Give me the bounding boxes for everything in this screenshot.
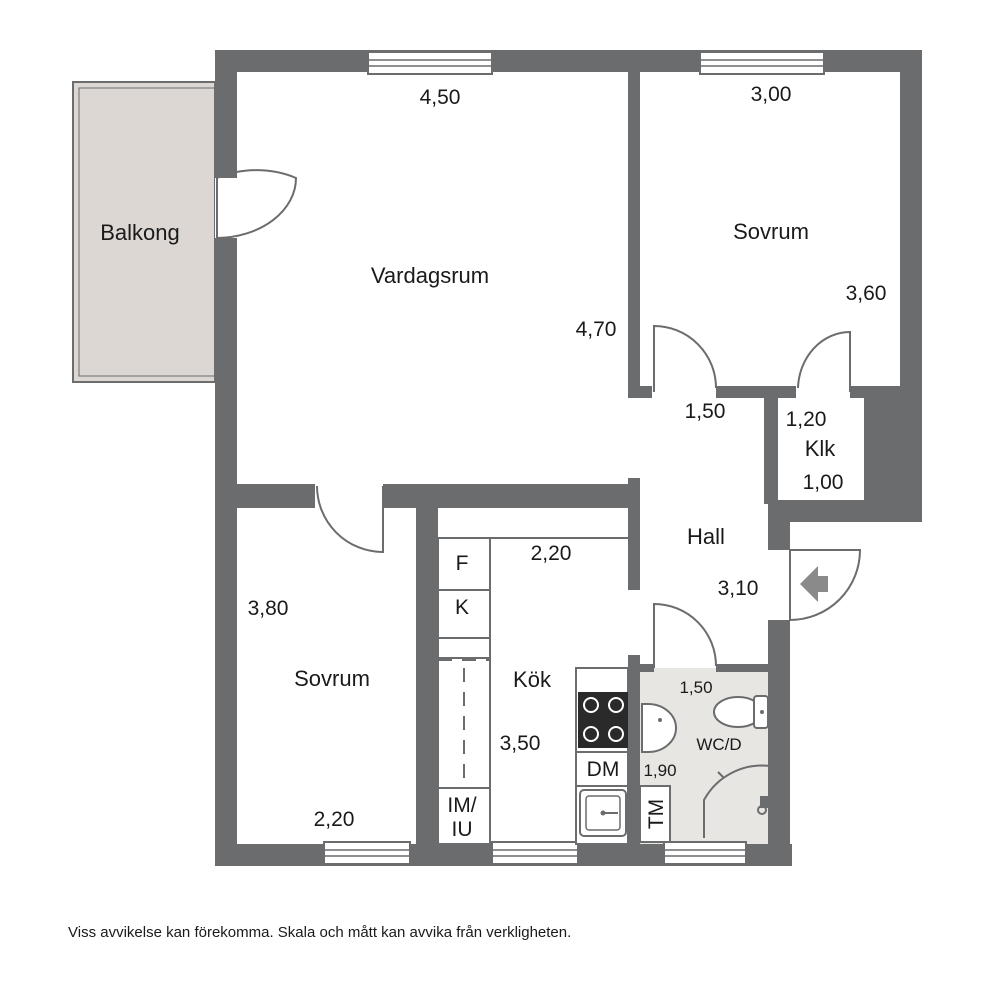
dim-sovrum-sw-depth: 3,80 <box>248 597 289 620</box>
fixture-im-line1: IM/ <box>447 794 476 817</box>
washbasin-icon <box>641 703 677 753</box>
dim-hall-depth: 3,10 <box>718 577 759 600</box>
fixture-k: K <box>455 596 469 619</box>
dim-sovrum-ne-width: 3,00 <box>751 83 792 106</box>
dim-sovrum-sw-width: 2,20 <box>314 808 355 831</box>
windows <box>323 51 825 865</box>
toilet-icon <box>713 695 769 729</box>
dim-klk-width: 1,20 <box>786 408 827 431</box>
dim-wcd-width: 1,50 <box>679 678 712 697</box>
balcony-area <box>72 81 216 383</box>
room-balkong: Balkong <box>100 220 180 245</box>
kitchen-fixtures <box>437 537 629 845</box>
entrance-arrow-icon <box>800 566 828 602</box>
dim-wcd-depth: 1,90 <box>643 761 676 780</box>
fixture-dm: DM <box>587 758 620 781</box>
bathroom-fixtures <box>639 695 771 843</box>
room-kok: Kök <box>513 667 552 692</box>
room-sovrum-sw: Sovrum <box>294 666 370 691</box>
fixture-f: F <box>456 552 469 575</box>
dim-vardagsrum-depth: 4,70 <box>576 318 617 341</box>
dim-klk-depth: 1,00 <box>803 471 844 494</box>
dim-kok-depth: 3,50 <box>500 732 541 755</box>
fixture-tm: TM <box>645 799 668 829</box>
dim-vardagsrum-width: 4,50 <box>420 86 461 109</box>
doors <box>215 169 862 668</box>
dim-sovrum-ne-depth: 3,60 <box>846 282 887 305</box>
room-wcd: WC/D <box>696 735 741 754</box>
room-klk: Klk <box>805 436 837 461</box>
room-hall: Hall <box>687 524 725 549</box>
shower-icon <box>757 796 768 815</box>
room-sovrum-ne: Sovrum <box>733 219 809 244</box>
room-vardagsrum: Vardagsrum <box>371 263 489 288</box>
fixture-im-line2: IU <box>452 818 473 841</box>
dim-hall-width: 1,50 <box>685 400 726 423</box>
dim-kok-width: 2,20 <box>531 542 572 565</box>
shower-curtain <box>703 764 771 838</box>
disclaimer-text: Viss avvikelse kan förekomma. Skala och … <box>68 924 572 941</box>
